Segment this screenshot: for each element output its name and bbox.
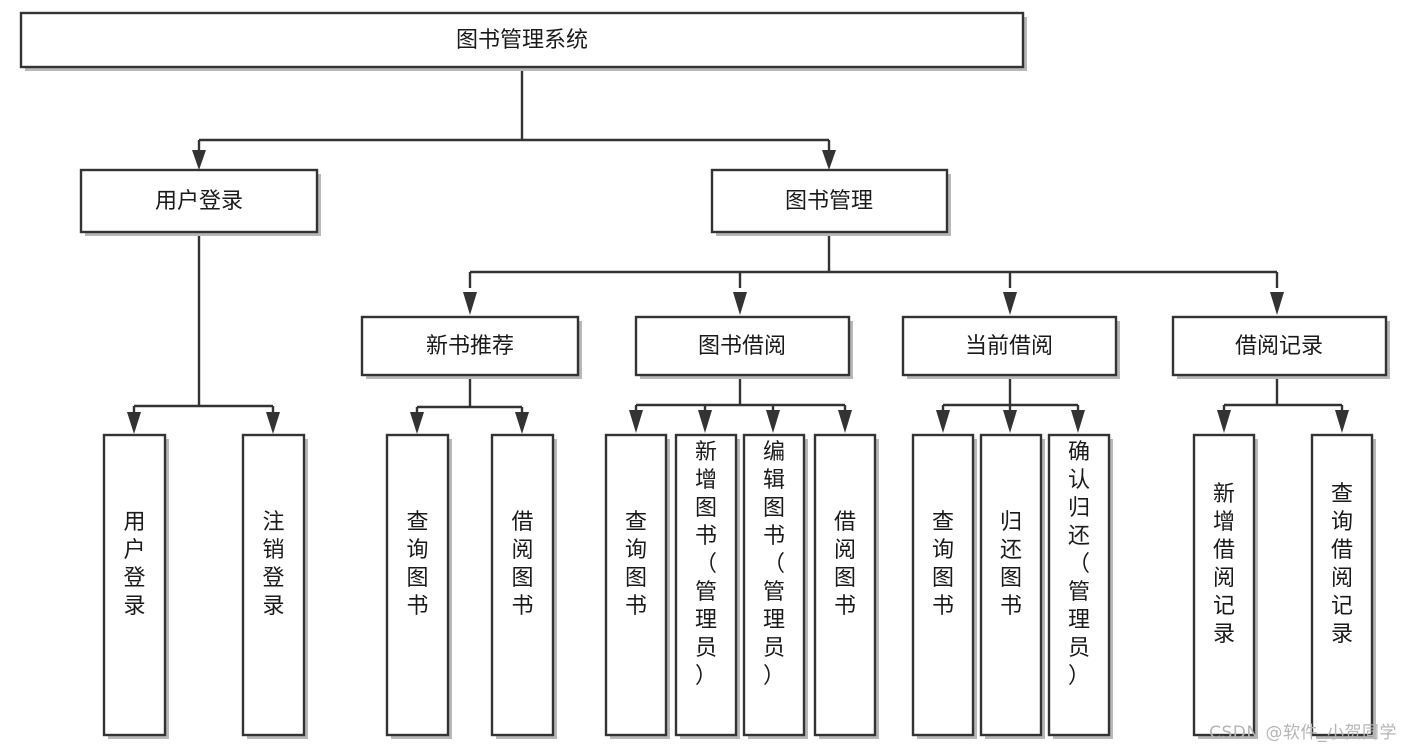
node-book-manage[interactable]: 图书管理 xyxy=(710,168,951,236)
arrow-head-borrow-record xyxy=(1270,292,1284,315)
leaf-box[interactable] xyxy=(1047,433,1111,737)
leaf-box[interactable] xyxy=(1192,433,1256,737)
node-current-borrow[interactable]: 当前借阅 xyxy=(901,315,1120,379)
leaf-box[interactable] xyxy=(1310,433,1374,737)
leaf-label: 借阅图书 xyxy=(511,510,533,619)
arrow-head-br-l1 xyxy=(1217,410,1231,433)
node-leaf-book-borrow-4[interactable]: 借阅图书 xyxy=(813,433,879,739)
leaf-box[interactable] xyxy=(911,433,975,737)
leaf-box[interactable] xyxy=(674,433,738,737)
arrow-head-new-book xyxy=(463,292,477,315)
node-leaf-current-borrow-3[interactable]: 确认归还（管理员） xyxy=(1047,433,1113,739)
leaf-layer: 用户登录 注销登录 查询图书 借阅图书 查询图书 新增图书（管理员） 编辑图书（管理员） 借阅… xyxy=(102,433,1376,739)
current-borrow-label: 当前借阅 xyxy=(965,334,1053,359)
node-leaf-book-borrow-1[interactable]: 查询图书 xyxy=(604,433,670,739)
node-leaf-book-borrow-2[interactable]: 新增图书（管理员） xyxy=(674,433,740,739)
leaf-label: 查询图书 xyxy=(625,510,647,619)
leaf-label: 查询图书 xyxy=(932,510,954,619)
node-leaf-borrow-record-2[interactable]: 查询借阅记录 xyxy=(1310,433,1376,739)
leaf-label: 编辑图书（管理员） xyxy=(763,440,785,689)
arrow-head-current-borrow xyxy=(1003,292,1017,315)
leaf-box[interactable] xyxy=(102,433,167,737)
node-leaf-borrow-record-1[interactable]: 新增借阅记录 xyxy=(1192,433,1258,739)
arrow-head-cb-l1 xyxy=(936,410,950,433)
connector-layer xyxy=(127,67,1349,434)
leaf-label: 借阅图书 xyxy=(834,510,856,619)
arrow-head-bb-l3 xyxy=(766,410,780,433)
borrow-record-label: 借阅记录 xyxy=(1235,334,1323,359)
root-box[interactable] xyxy=(19,11,1025,69)
root-label: 图书管理系统 xyxy=(456,28,588,53)
leaf-box[interactable] xyxy=(742,433,806,737)
node-book-borrow[interactable]: 图书借阅 xyxy=(634,315,853,379)
arrow-head-nb-l2 xyxy=(515,412,529,434)
leaf-label: 查询借阅记录 xyxy=(1331,482,1353,647)
arrow-head-bb-l4 xyxy=(838,410,852,433)
user-login-label: 用户登录 xyxy=(155,189,243,214)
leaf-label: 确认归还（管理员） xyxy=(1068,440,1090,689)
node-leaf-new-book-recommend-1[interactable]: 查询图书 xyxy=(385,433,452,739)
new-book-box[interactable] xyxy=(360,315,580,377)
user-login-box[interactable] xyxy=(79,168,319,234)
leaf-label: 注销登录 xyxy=(262,510,284,619)
arrow-head-cb-l3 xyxy=(1071,410,1085,433)
leaf-label: 新增借阅记录 xyxy=(1213,482,1235,647)
arrow-head-bb-l1 xyxy=(629,410,643,433)
node-leaf-new-book-recommend-2[interactable]: 借阅图书 xyxy=(490,433,557,739)
book-manage-box[interactable] xyxy=(710,168,949,234)
arrow-head-bb-l2 xyxy=(698,410,712,433)
arrow-head-book-manage xyxy=(822,150,836,170)
arrow-head-cb-l2 xyxy=(1003,410,1017,433)
leaf-box[interactable] xyxy=(241,433,306,737)
node-borrow-record[interactable]: 借阅记录 xyxy=(1171,315,1390,379)
leaf-label: 新增图书（管理员） xyxy=(695,440,717,689)
borrow-record-box[interactable] xyxy=(1171,315,1388,377)
leaf-box[interactable] xyxy=(385,433,450,737)
node-leaf-current-borrow-2[interactable]: 归还图书 xyxy=(979,433,1045,739)
arrow-head-nb-l1 xyxy=(410,412,424,434)
node-new-book-recommend[interactable]: 新书推荐 xyxy=(360,315,582,379)
book-manage-label: 图书管理 xyxy=(785,189,873,214)
arrow-head-ul-leaf2 xyxy=(266,412,280,434)
new-book-label: 新书推荐 xyxy=(426,334,514,359)
arrow-head-br-l2 xyxy=(1335,410,1349,433)
node-leaf-user-login-1[interactable]: 用户登录 xyxy=(102,433,169,739)
arrow-head-ul-leaf1 xyxy=(127,412,141,434)
current-borrow-box[interactable] xyxy=(901,315,1118,377)
leaf-box[interactable] xyxy=(813,433,877,737)
leaf-label: 用户登录 xyxy=(123,510,145,619)
arrow-head-user-login xyxy=(192,150,206,170)
leaf-box[interactable] xyxy=(604,433,668,737)
book-borrow-label: 图书借阅 xyxy=(698,334,786,359)
node-user-login[interactable]: 用户登录 xyxy=(79,168,321,236)
arrow-head-book-borrow xyxy=(733,292,747,315)
leaf-label: 查询图书 xyxy=(406,510,428,619)
leaf-box[interactable] xyxy=(979,433,1043,737)
leaf-label: 归还图书 xyxy=(1000,510,1022,619)
node-leaf-current-borrow-1[interactable]: 查询图书 xyxy=(911,433,977,739)
node-root[interactable]: 图书管理系统 xyxy=(19,11,1027,71)
node-leaf-user-login-2[interactable]: 注销登录 xyxy=(241,433,308,739)
leaf-box[interactable] xyxy=(490,433,555,737)
node-leaf-book-borrow-3[interactable]: 编辑图书（管理员） xyxy=(742,433,808,739)
book-borrow-box[interactable] xyxy=(634,315,851,377)
